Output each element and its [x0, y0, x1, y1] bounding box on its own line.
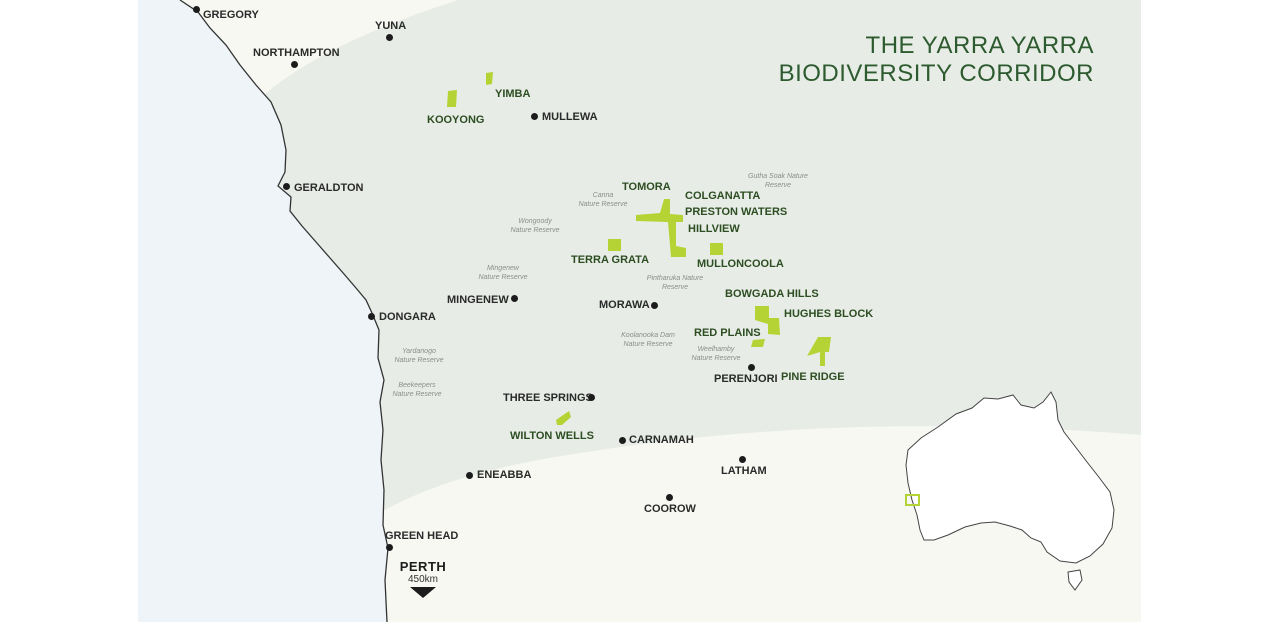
- reserve-canna-line2: Nature Reserve: [578, 201, 628, 208]
- reserve-yardanogo-line2: Nature Reserve: [394, 357, 444, 364]
- reserve-yardanogo-line1: Yardanogo: [402, 348, 436, 355]
- town-marker-mullewa: [531, 113, 538, 120]
- reserve-weelhamby-line2: Nature Reserve: [691, 355, 741, 362]
- town-marker-morawa: [651, 302, 658, 309]
- perth-label: PERTH: [399, 559, 447, 574]
- property-label-red-plains: RED PLAINS: [694, 327, 761, 339]
- town-marker-mingenew: [511, 295, 518, 302]
- town-label-mingenew: MINGENEW: [447, 294, 509, 306]
- property-label-tomora: TOMORA: [622, 181, 671, 193]
- reserve-label-koolanooka: Koolanooka Dam Nature Reserve: [608, 331, 688, 349]
- reserve-beekeepers-line1: Beekeepers: [398, 382, 436, 389]
- parcel-kooyong: [447, 90, 457, 107]
- parcel-wilton-wells: [556, 411, 571, 425]
- town-marker-eneabba: [466, 472, 473, 479]
- property-label-pine-ridge: PINE RIDGE: [781, 371, 845, 383]
- parcel-red-plains: [751, 339, 765, 347]
- town-marker-yuna: [386, 34, 393, 41]
- parcel-bowgada-hughes: [755, 306, 780, 335]
- australia-inset-tasmania: [1067, 569, 1083, 591]
- triangle-down-icon: [410, 587, 436, 598]
- map-title-line2: BIODIVERSITY CORRIDOR: [778, 60, 1094, 87]
- property-label-mulloncoola: MULLONCOOLA: [697, 258, 784, 270]
- town-label-geraldton: GERALDTON: [294, 182, 364, 194]
- property-label-hughes-block: HUGHES BLOCK: [784, 308, 874, 320]
- property-label-preston-waters: PRESTON WATERS: [685, 206, 788, 218]
- reserve-mingenew-line2: Nature Reserve: [478, 274, 528, 281]
- reserve-gutha-line1: Gutha Soak Nature: [748, 173, 808, 180]
- property-label-bowgada-hills: BOWGADA HILLS: [725, 288, 819, 300]
- town-label-eneabba: ENEABBA: [477, 469, 532, 481]
- reserve-wongoody-line2: Nature Reserve: [510, 227, 560, 234]
- town-label-dongara: DONGARA: [379, 311, 436, 323]
- town-label-gregory: GREGORY: [203, 9, 259, 21]
- town-label-yuna: YUNA: [375, 20, 407, 32]
- property-label-yimba: YIMBA: [495, 88, 531, 100]
- map-canvas: THE YARRA YARRA BIODIVERSITY CORRIDOR GR…: [138, 0, 1141, 622]
- town-label-green-head: GREEN HEAD: [385, 530, 459, 542]
- town-marker-coorow: [666, 494, 673, 501]
- inset-location-box: [905, 494, 920, 506]
- property-label-kooyong: KOOYONG: [427, 114, 485, 126]
- reserve-label-weelhamby: Weelhamby Nature Reserve: [676, 345, 756, 363]
- reserve-label-pintharuka: Pintharuka Nature Reserve: [635, 274, 715, 292]
- reserve-weelhamby-line1: Weelhamby: [697, 346, 735, 353]
- reserve-canna-line1: Canna: [592, 192, 614, 199]
- town-label-carnamah: CARNAMAH: [629, 434, 694, 446]
- reserve-koolanooka-line2: Nature Reserve: [623, 341, 673, 348]
- property-label-terra-grata: TERRA GRATA: [571, 254, 650, 266]
- town-label-three-springs: THREE SPRINGS: [503, 392, 593, 404]
- parcel-mulloncoola: [710, 243, 723, 255]
- parcel-pine-ridge: [807, 337, 831, 366]
- property-label-colganatta: COLGANATTA: [685, 190, 761, 202]
- town-marker-perenjori: [748, 364, 755, 371]
- australia-inset-mainland: [905, 391, 1115, 564]
- coastline: [179, 0, 389, 622]
- town-label-mullewa: MULLEWA: [542, 111, 598, 123]
- parcel-terra-grata: [608, 239, 621, 251]
- town-marker-northampton: [291, 61, 298, 68]
- town-label-coorow: COOROW: [644, 503, 696, 515]
- town-marker-three-springs: [588, 394, 595, 401]
- corridor-band: [258, 0, 1141, 622]
- reserve-label-yardanogo: Yardanogo Nature Reserve: [379, 347, 459, 365]
- perth-direction-marker: PERTH 450km: [395, 559, 451, 598]
- reserve-gutha-line2: Reserve: [764, 182, 792, 189]
- ocean: [138, 0, 388, 622]
- reserve-wongoody-line1: Wongoody: [518, 218, 552, 225]
- parcel-yimba: [486, 72, 493, 85]
- reserve-label-wongoody: Wongoody Nature Reserve: [495, 217, 575, 235]
- town-marker-green-head: [386, 544, 393, 551]
- reserve-koolanooka-line1: Koolanooka Dam: [621, 332, 675, 339]
- map-background: [138, 0, 1141, 622]
- perth-distance: 450km: [407, 574, 438, 585]
- property-parcels: [447, 72, 831, 425]
- town-marker-gregory: [193, 6, 200, 13]
- property-label-hillview: HILLVIEW: [688, 223, 740, 235]
- town-label-morawa: MORAWA: [599, 299, 650, 311]
- property-label-wilton-wells: WILTON WELLS: [510, 430, 594, 442]
- reserve-label-gutha-soak: Gutha Soak Nature Reserve: [738, 172, 818, 190]
- reserve-beekeepers-line2: Nature Reserve: [392, 391, 442, 398]
- town-label-perenjori: PERENJORI: [714, 373, 778, 385]
- parcel-tomora-preston: [636, 199, 686, 257]
- map-title-line1: THE YARRA YARRA: [865, 32, 1094, 59]
- reserve-label-mingenew: Mingenew Nature Reserve: [463, 264, 543, 282]
- town-marker-latham: [739, 456, 746, 463]
- map-title: THE YARRA YARRA BIODIVERSITY CORRIDOR: [779, 32, 1094, 88]
- reserve-pintharuka-line1: Pintharuka Nature: [646, 275, 704, 282]
- town-marker-dongara: [368, 313, 375, 320]
- reserve-label-beekeepers: Beekeepers Nature Reserve: [377, 381, 457, 399]
- town-marker-geraldton: [283, 183, 290, 190]
- reserve-label-canna: Canna Nature Reserve: [563, 191, 643, 209]
- town-marker-carnamah: [619, 437, 626, 444]
- reserve-pintharuka-line2: Reserve: [661, 284, 689, 291]
- town-label-latham: LATHAM: [721, 465, 767, 477]
- town-label-northampton: NORTHAMPTON: [253, 47, 340, 59]
- reserve-mingenew-line1: Mingenew: [487, 265, 519, 272]
